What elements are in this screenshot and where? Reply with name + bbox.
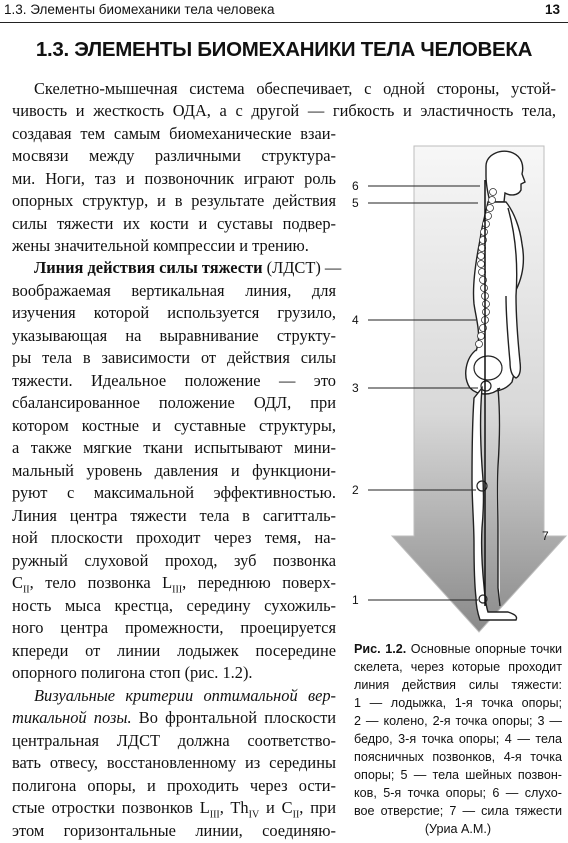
term-ldst: Линия действия силы тяжести	[34, 258, 263, 277]
hip-joint	[480, 380, 492, 392]
knee-joint	[476, 480, 488, 492]
caption-line: 1 — лодыжка, 1-я точка опоры;	[354, 696, 562, 710]
text-line: изучения которой используется грузило,	[12, 303, 336, 322]
text-line: а также мягкие ткани испытывают мини-	[12, 438, 336, 457]
text-line: тяжести. Идеальное положение — это	[12, 371, 336, 390]
label-7: 7	[542, 529, 549, 543]
caption-label: Рис. 1.2.	[354, 642, 407, 656]
text-line: ность мыса крестца, середину сухожиль-	[12, 596, 336, 615]
label-4: 4	[352, 313, 359, 327]
text-line: опорного полигона стоп (рис. 1.2).	[12, 663, 253, 682]
label-2: 2	[352, 483, 359, 497]
text-line: опорных структур, и в результате действи…	[12, 191, 336, 210]
label-6: 6	[352, 179, 359, 193]
caption-line: Рис. 1.2. Основные опорные точки	[354, 642, 562, 656]
text-line: ружный слуховой проход, зуб позвонка	[12, 551, 336, 570]
caption-line: вое отверстие; 7 — сила тяжести	[354, 804, 562, 818]
caption-source: (Уриа А.М.)	[424, 822, 492, 836]
text-line: кпереди от линии лодыжек посередине	[12, 641, 336, 660]
text-line: создавая тем самым биомеханические взаи-	[12, 124, 336, 143]
caption-line: опоры; 5 — тела шейных позвон-	[354, 768, 562, 782]
caption-line: ков, 5-я точка опоры; 6 — слухо-	[354, 786, 562, 800]
label-5: 5	[352, 196, 359, 210]
text-line: этом горизонтальные линии, соединяю-	[12, 821, 336, 840]
caption-line: скелета, через которые проходит	[354, 660, 562, 674]
text-line: жены значительной компрессии и трению.	[12, 236, 309, 255]
section-title: 1.3. ЭЛЕМЕНТЫ БИОМЕХАНИКИ ТЕЛА ЧЕЛОВЕКА	[35, 38, 533, 61]
caption-line: бедро, 3-я точка опоры; 4 — тела	[354, 732, 562, 746]
text-line: котором костные и суставные структуры,	[12, 416, 336, 435]
text-line: полигона опоры, и проходить через ости-	[12, 776, 336, 795]
text-line: указывающая на выравнивание структу-	[12, 326, 336, 345]
text-line: Линия действия силы тяжести (ЛДСТ) —	[34, 258, 342, 277]
figure-caption: Рис. 1.2. Основные опорные точки скелета…	[354, 640, 562, 838]
label-1: 1	[352, 593, 359, 607]
text-line: вать отвесу, восстановленному из середин…	[12, 753, 336, 772]
text-line: руют с максимальной эффективностью.	[12, 483, 336, 502]
text-line: ной плоскости проходит через темя, на-	[12, 528, 336, 547]
figure-skeleton-gravity-line: 6 5 4 3 2 1 7	[352, 145, 568, 633]
running-header: 1.3. Элементы биомеханики тела человека …	[0, 0, 568, 23]
text-line: тикальной позы. Во фронтальной плоскости	[12, 708, 336, 727]
text-line: CII, тело позвонка LIII, переднюю поверх…	[12, 573, 336, 596]
text-line: ного центра промежности, проецируется	[12, 618, 336, 637]
text-line: мальный уровень давления и функциони-	[12, 461, 336, 480]
caption-line: 2 — колено, 2-я точка опоры; 3 —	[354, 714, 562, 728]
pelvis	[473, 355, 503, 381]
text-line: силы тяжести их кости и суставы подвер-	[12, 214, 336, 233]
text-line: ры тела в зависимости от действия силы	[12, 348, 336, 367]
text-line: Визуальные критерии оптимальной вер-	[34, 686, 336, 705]
page-number: 13	[544, 2, 560, 17]
caption-line: линия действия силы тяжести:	[354, 678, 562, 692]
text-line: воображаемая вертикальная линия, для	[12, 281, 336, 300]
text-line: чивость и жесткость ОДА, а с другой — ги…	[12, 101, 556, 120]
text-line: центральная ЛДСТ должна соответство-	[12, 731, 336, 750]
ankle-joint	[478, 594, 488, 604]
text-line: ми. Ноги, таз и позвоночник играют роль	[12, 169, 336, 188]
leader-lines	[368, 185, 480, 601]
label-3: 3	[352, 381, 359, 395]
text-line: стые отростки позвонков LIII, ThIV и CII…	[12, 798, 336, 821]
text-line: Скелетно-мышечная система обеспечивает, …	[34, 79, 556, 98]
running-title: 1.3. Элементы биомеханики тела человека	[4, 2, 275, 17]
text-line: сбалансированное положение ОДЛ, при	[12, 393, 336, 412]
text-line: мосвязи между различными структура-	[12, 146, 336, 165]
caption-line: поясничных позвонков, 4-я точка	[354, 750, 562, 764]
text-line: Линия центра тяжести тела в сагитталь-	[12, 506, 336, 525]
